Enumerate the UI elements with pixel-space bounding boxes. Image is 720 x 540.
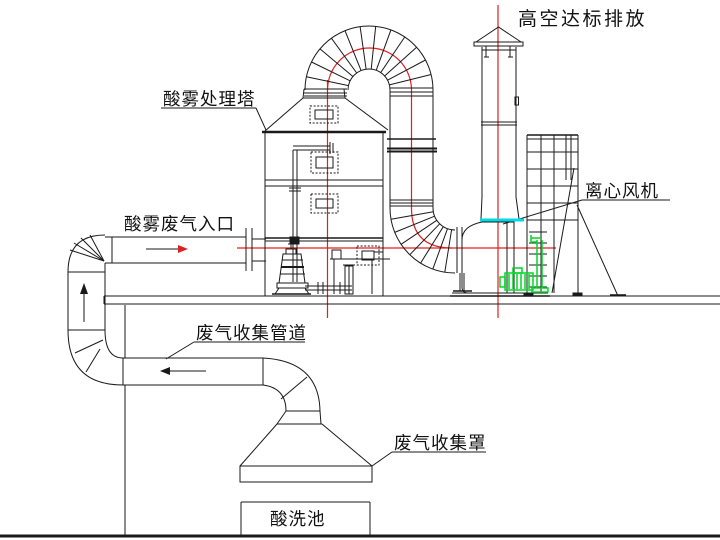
exhaust-stack [473,26,524,220]
rain-cap [473,26,524,58]
fan-motor [499,235,549,293]
label-tower: 酸雾处理塔 [163,90,256,110]
support-frame [523,134,626,297]
label-pickling-tank: 酸洗池 [270,510,326,530]
platform [103,295,720,305]
collection-pipe-duct [122,357,321,412]
label-inlet: 酸雾废气入口 [124,215,235,235]
circulation-pump [272,243,352,295]
label-leaders [161,107,670,467]
treatment-tower [262,88,390,296]
red-centerlines [237,5,556,318]
pickling-tank [240,501,371,535]
label-collection-pipe: 废气收集管道 [196,324,307,344]
collection-hood [239,410,373,483]
u-bend-duct [304,25,434,97]
label-fan: 离心风机 [585,182,659,202]
label-collection-hood: 废气收集罩 [394,434,487,454]
flow-arrow-up-head [80,283,88,294]
label-emission: 高空达标排放 [518,8,647,30]
manhole-hatch [309,105,380,266]
dosing-bench [330,249,390,295]
inlet-duct [67,228,266,386]
descending-duct [387,90,472,292]
flow-arrow-right-head [178,245,188,253]
flow-arrow-left-head [160,367,170,375]
